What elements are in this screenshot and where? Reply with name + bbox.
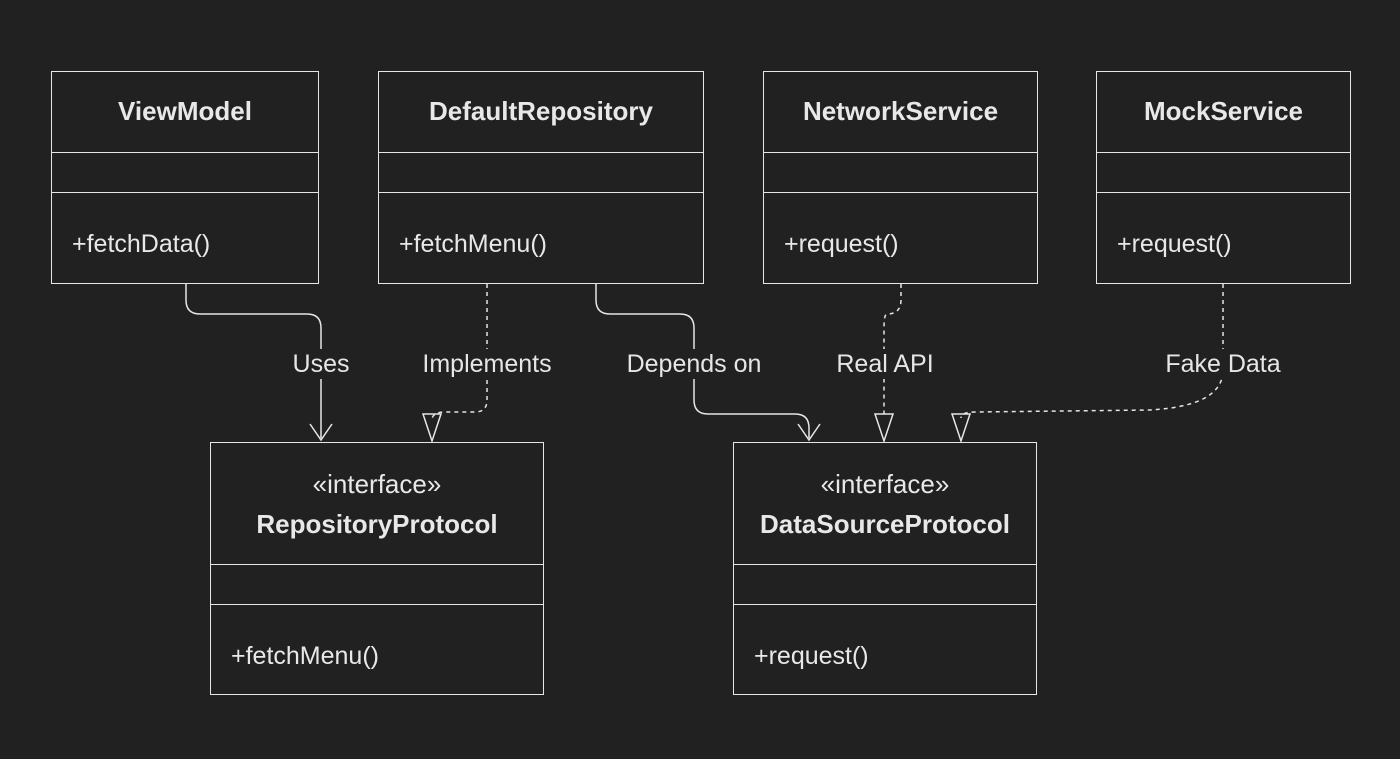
class-box-mock-service: MockService +request() (1096, 71, 1351, 284)
implements-connector (431, 284, 488, 421)
edge-label-fake-data: Fake Data (1161, 349, 1285, 379)
class-box-data-source-protocol: «interface» DataSourceProtocol +request(… (733, 442, 1037, 695)
compartment-divider (1097, 192, 1350, 193)
edge-label-implements: Implements (418, 349, 556, 379)
real-api-arrowhead (873, 413, 895, 444)
method-item: +fetchMenu() (231, 642, 379, 670)
class-box-network-service: NetworkService +request() (763, 71, 1038, 284)
method-item: +fetchMenu() (399, 230, 547, 258)
class-name: NetworkService (802, 96, 999, 126)
method-item: +request() (784, 230, 899, 258)
method-item: +request() (1117, 230, 1232, 258)
compartment-divider (734, 604, 1036, 605)
depends-on-arrowhead (797, 423, 821, 442)
uses-arrowhead (309, 423, 333, 442)
compartment-divider (52, 152, 318, 153)
class-name: MockService (1144, 96, 1303, 126)
edge-label-depends-on: Depends on (622, 349, 766, 379)
class-name: DataSourceProtocol (760, 509, 1010, 539)
stereotype-label: «interface» (820, 469, 950, 499)
compartment-divider (764, 152, 1037, 153)
compartment-divider (1097, 152, 1350, 153)
class-name: ViewModel (118, 96, 252, 126)
method-item: +fetchData() (72, 230, 211, 258)
class-name: RepositoryProtocol (256, 509, 498, 539)
compartment-divider (734, 564, 1036, 565)
fake-data-arrowhead (950, 413, 972, 444)
compartment-divider (764, 192, 1037, 193)
compartment-divider (379, 192, 703, 193)
class-box-repository-protocol: «interface» RepositoryProtocol +fetchMen… (210, 442, 544, 695)
edge-label-real-api: Real API (832, 349, 938, 379)
class-name: DefaultRepository (429, 96, 653, 126)
stereotype-label: «interface» (312, 469, 442, 499)
compartment-divider (211, 604, 543, 605)
edge-label-uses: Uses (288, 349, 354, 379)
uses-connector (185, 284, 322, 438)
compartment-divider (52, 192, 318, 193)
compartment-divider (211, 564, 543, 565)
class-box-default-repository: DefaultRepository +fetchMenu() (378, 71, 704, 284)
implements-arrowhead (421, 413, 443, 444)
class-box-view-model: ViewModel +fetchData() (51, 71, 319, 284)
method-item: +request() (754, 642, 869, 670)
real-api-connector (883, 284, 902, 414)
compartment-divider (379, 152, 703, 153)
